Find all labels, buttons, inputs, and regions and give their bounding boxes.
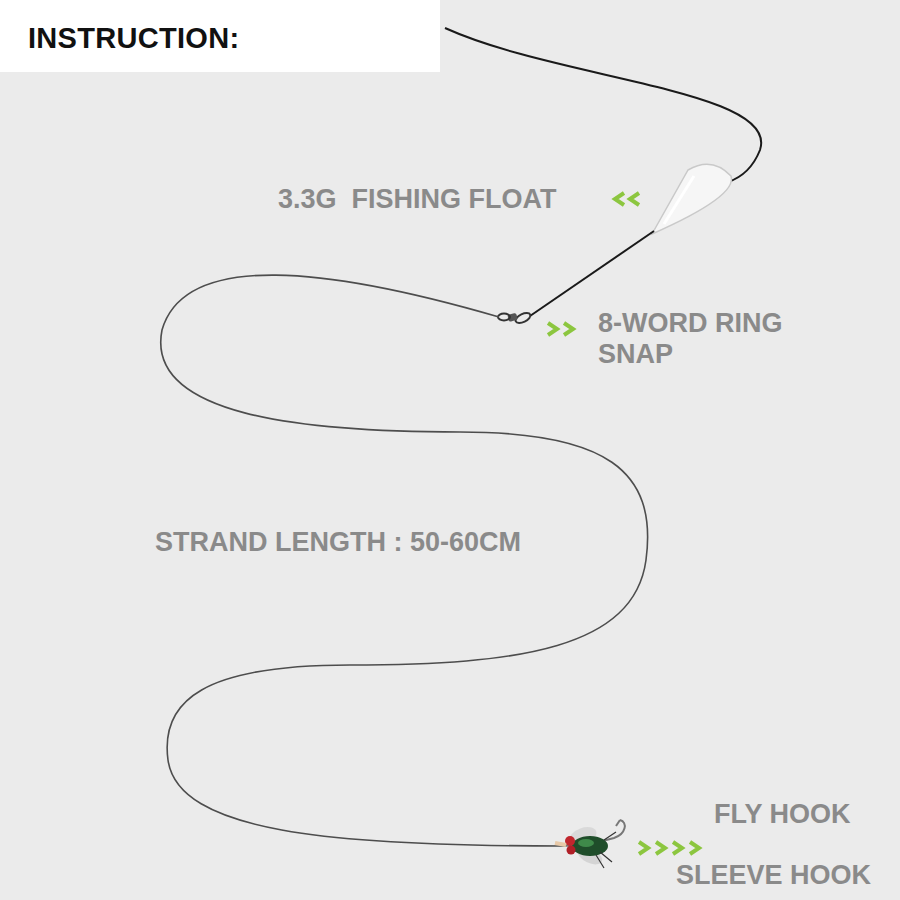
title-holder: INSTRUCTION: bbox=[28, 22, 239, 55]
title-ground bbox=[0, 0, 440, 72]
diagram-title: INSTRUCTION: bbox=[28, 22, 239, 55]
ring-swivel bbox=[498, 311, 532, 325]
fly-hook bbox=[555, 820, 625, 868]
label-holder: 8-WORD RING SNAP bbox=[596, 308, 851, 370]
part-label: 3.3G FISHING FLOAT bbox=[276, 184, 559, 215]
label-holder: STRAND LENGTH : 50-60CM bbox=[153, 527, 523, 558]
label-holder: SLEEVE HOOK bbox=[674, 860, 873, 891]
part-label: SLEEVE HOOK bbox=[674, 860, 873, 891]
pointer-chevrons bbox=[548, 193, 699, 854]
float-highlight bbox=[664, 176, 694, 224]
float-line bbox=[530, 231, 654, 316]
part-label: STRAND LENGTH : 50-60CM bbox=[153, 527, 523, 558]
label-holder: 3.3G FISHING FLOAT bbox=[276, 184, 559, 215]
label-holder: FLY HOOK bbox=[712, 799, 853, 830]
part-label: FLY HOOK bbox=[712, 799, 853, 830]
part-label: 8-WORD RING SNAP bbox=[596, 308, 851, 370]
main-line bbox=[445, 28, 761, 182]
fishing-float bbox=[652, 164, 732, 234]
strand-line bbox=[161, 275, 648, 846]
